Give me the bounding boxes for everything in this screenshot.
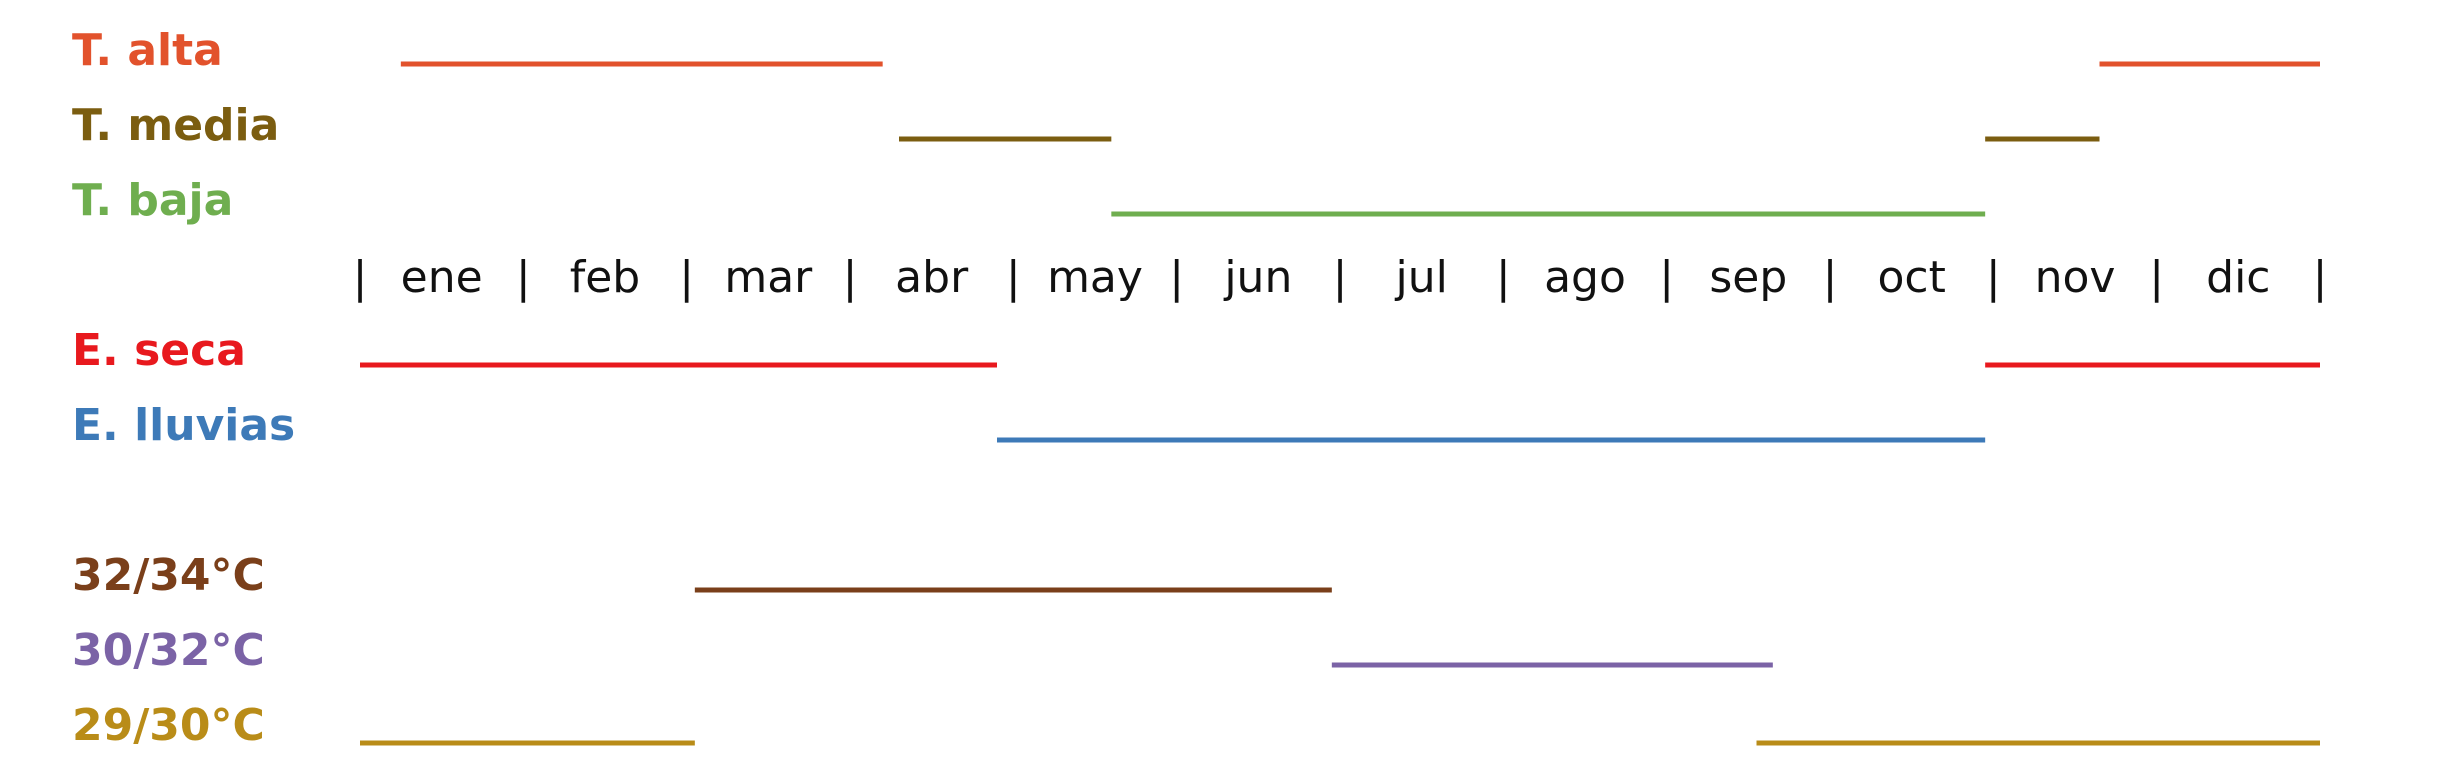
month-label-feb: feb [570,252,641,303]
month-separator: | [1006,252,1021,303]
row-label-e-seca: E. seca [72,325,246,376]
month-separator: | [1333,252,1348,303]
month-separator: | [2313,252,2328,303]
month-separator: | [1496,252,1511,303]
month-axis: | | | | | | | | | | | | | ene feb mar abr may jun jul ago sep… [353,252,2328,303]
row-labels: T. alta T. media T. baja E. seca E. lluvias 3… [72,25,295,751]
month-label-dic: dic [2206,252,2270,303]
month-label-nov: nov [2035,252,2116,303]
row-label-29-30-c: 29/30°C [72,700,265,751]
month-separator: | [2149,252,2164,303]
month-separator: | [353,252,368,303]
row-label-t-alta: T. alta [72,25,223,76]
row-label-32-34-c: 32/34°C [72,550,265,601]
month-label-jul: jul [1394,252,1447,303]
timeline-bars [360,61,2320,746]
row-label-e-lluvias: E. lluvias [72,400,295,451]
month-label-mar: mar [724,252,813,303]
month-label-may: may [1047,252,1143,303]
month-separator: | [1823,252,1838,303]
month-label-oct: oct [1877,252,1945,303]
month-separator: | [1659,252,1674,303]
month-separator: | [843,252,858,303]
month-separator: | [679,252,694,303]
month-label-jun: jun [1223,252,1292,303]
month-label-ago: ago [1544,252,1626,303]
month-separator: | [1169,252,1184,303]
month-separator: | [516,252,531,303]
row-label-t-media: T. media [72,100,279,151]
month-label-sep: sep [1709,252,1787,303]
row-label-30-32-c: 30/32°C [72,625,265,676]
row-label-t-baja: T. baja [72,175,233,226]
month-separator: | [1986,252,2001,303]
month-label-ene: ene [401,252,483,303]
month-label-abr: abr [895,252,969,303]
